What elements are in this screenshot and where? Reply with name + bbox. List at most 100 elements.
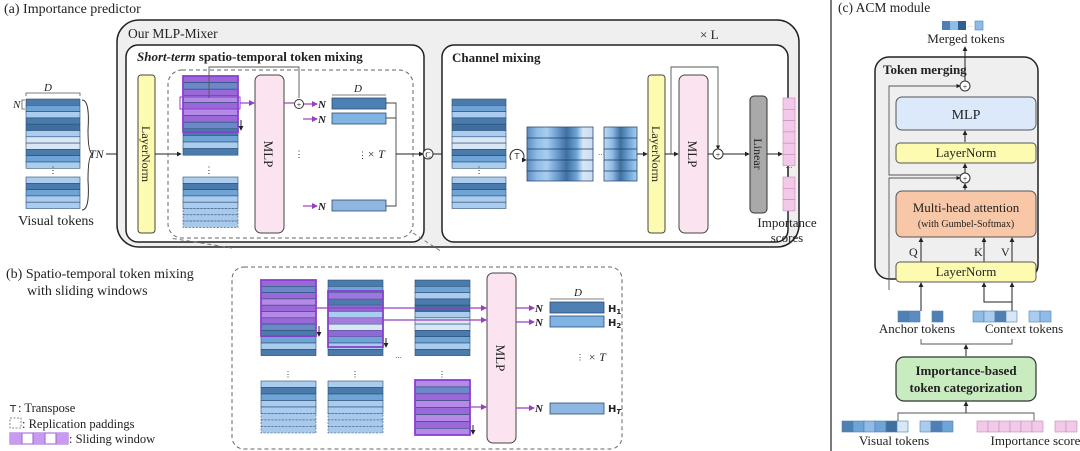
vdots: ⋮ [49,165,58,175]
token-row [327,400,384,408]
legend-transpose-label: : Transpose [18,401,76,415]
times-t-label: × T [367,147,386,161]
token-row [182,148,239,156]
token-row [25,117,81,125]
transpose-symbol: T [514,152,520,161]
token-row [25,195,81,203]
anchor-tokens-label: Anchor tokens [879,321,955,336]
h2-label: H2 [608,318,621,330]
dim-d-label: D [43,82,52,94]
token-row [451,183,507,190]
token-cell [987,420,1000,433]
score-cell [782,131,796,144]
panel-b-spatio-temporal-mixing: (b) Spatio-temporal token mixing with sl… [6,266,623,450]
score-cell [782,154,796,167]
token-row [260,285,317,293]
acm-mlp-block [895,96,1037,131]
token-row [260,426,317,434]
token-row [327,336,384,344]
token-row [260,387,317,395]
token-row [25,161,81,169]
token-row [182,102,239,110]
token-row [451,155,507,163]
importance-scores-stack [782,97,796,212]
add-node [294,99,304,109]
mha-label-2: (with Gumbel-Softmax) [918,219,1014,230]
token-row [451,195,507,203]
token-row [327,419,384,427]
token-row [414,407,471,415]
acm-layernorm-bottom [895,261,1037,283]
token-row [182,75,239,83]
dim-n-label: N [12,99,21,111]
token-row [451,189,507,197]
k-label: K [974,245,983,259]
cm-token-block-top [451,98,507,169]
acm-layernorm-top [895,142,1037,164]
acm-layernorm-bottom-label: LayerNorm [936,264,997,279]
token-row [451,136,507,144]
b-window-t-bottom [414,379,471,436]
v-label: V [1001,245,1010,259]
token-block-bottom [25,176,81,209]
channel-layernorm-label: LayerNorm [649,126,663,183]
visual-tokens-stack: D N ⋮ TN Visual tokens [12,82,105,229]
panel-a-title: (a) Importance predictor [4,2,141,17]
c-visual-tokens-icon [841,420,954,433]
st-token-block-bottom [182,176,239,228]
token-row [182,189,239,197]
token-row [327,311,384,319]
score-cell [782,142,796,155]
token-cell [919,420,932,433]
token-row [260,311,317,319]
token-cell [972,310,985,323]
repeat-l-label: × L [700,27,719,42]
score-cell [782,120,796,133]
token-row [414,285,471,293]
hdots: ··· [967,24,973,30]
token-row [327,393,384,401]
token-row [182,141,239,149]
score-cell [782,109,796,121]
token-row [260,298,317,306]
linear-label: Linear [751,138,765,169]
token-row [260,413,317,421]
token-row [451,105,507,112]
h-token-t [331,199,387,212]
channel-mixing-title: Channel mixing [452,50,541,65]
legend-padding-label: : Replication paddings [22,417,135,431]
acm-mlp-label: MLP [952,108,981,123]
padding-region-b [231,266,623,450]
tn-label: TN [89,147,105,161]
token-row [451,123,507,131]
b-window-t-top [414,279,471,356]
token-row [327,413,384,421]
c-importance-scores-icon [976,420,1078,433]
token-row [25,130,81,138]
token-row [327,279,384,287]
token-row [414,342,471,350]
token-row [25,201,81,209]
token-row [260,336,317,344]
h1-label: H1 [608,304,621,316]
sliding-window [182,75,239,133]
token-row [25,111,81,119]
token-row [260,419,317,427]
token-row [25,105,81,112]
token-cell [1031,420,1044,433]
visual-tokens-label: Visual tokens [18,214,94,229]
vdots: ··· [786,164,793,172]
ht-label: HT [608,404,622,416]
anchor-tokens-icon [897,310,944,323]
token-row [260,380,317,388]
plus-symbol: + [963,175,968,184]
b-mlp-block [486,272,517,444]
token-block-top [25,98,81,169]
token-row [260,292,317,300]
token-row [328,317,383,325]
token-row [182,183,239,190]
score-cell [782,97,796,110]
token-cell [1005,310,1018,323]
token-cell [998,420,1011,433]
